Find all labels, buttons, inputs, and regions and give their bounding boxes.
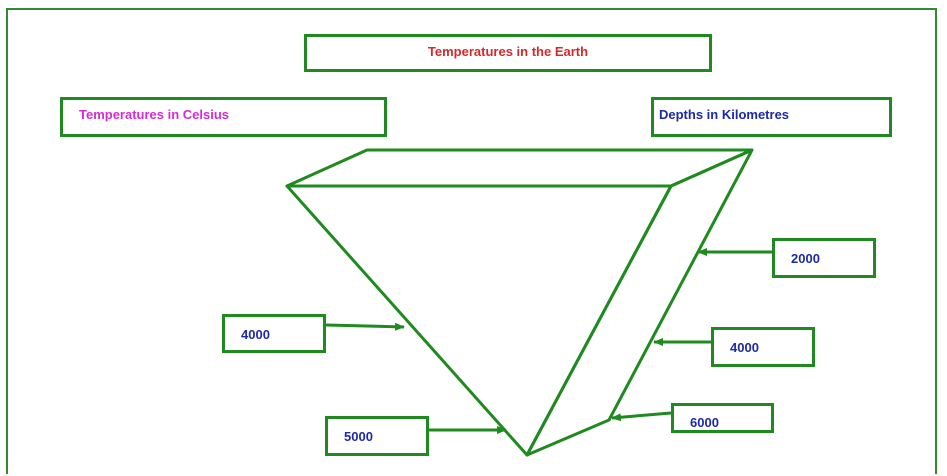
- arrow-4000-celsius: [325, 322, 405, 331]
- depth-value-2000: 2000: [772, 238, 876, 278]
- wedge-side-face: [525, 148, 754, 457]
- diagram-title: Temperatures in the Earth: [304, 34, 712, 72]
- depth-value-4000: 4000: [711, 327, 815, 367]
- temperature-unit-label: Temperatures in Celsius: [60, 97, 387, 137]
- depth-unit-label: Depths in Kilometres: [651, 97, 892, 137]
- temperature-value-4000: 4000: [222, 314, 326, 353]
- temperature-value-5000: 5000: [325, 416, 429, 456]
- diagram-frame: [6, 8, 937, 474]
- arrow-6000-km: [611, 411, 672, 422]
- depth-value-6000: 6000: [671, 403, 774, 433]
